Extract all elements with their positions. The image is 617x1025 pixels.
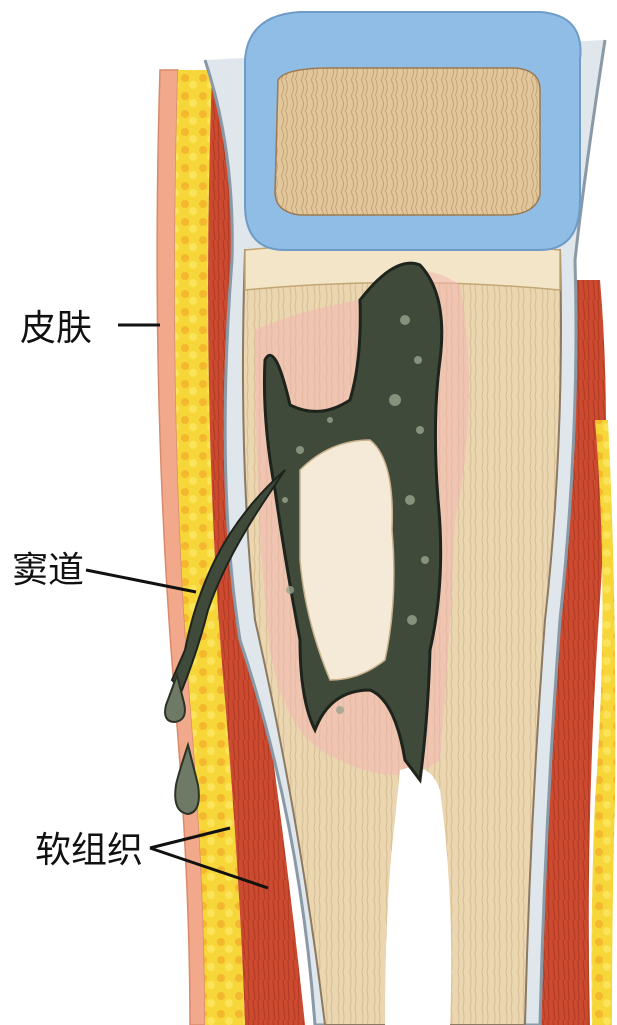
label-sinus: 窦道 <box>12 550 84 591</box>
label-soft-tissue: 软组织 <box>35 830 143 871</box>
epiphysis <box>275 68 540 215</box>
label-skin: 皮肤 <box>20 308 92 349</box>
